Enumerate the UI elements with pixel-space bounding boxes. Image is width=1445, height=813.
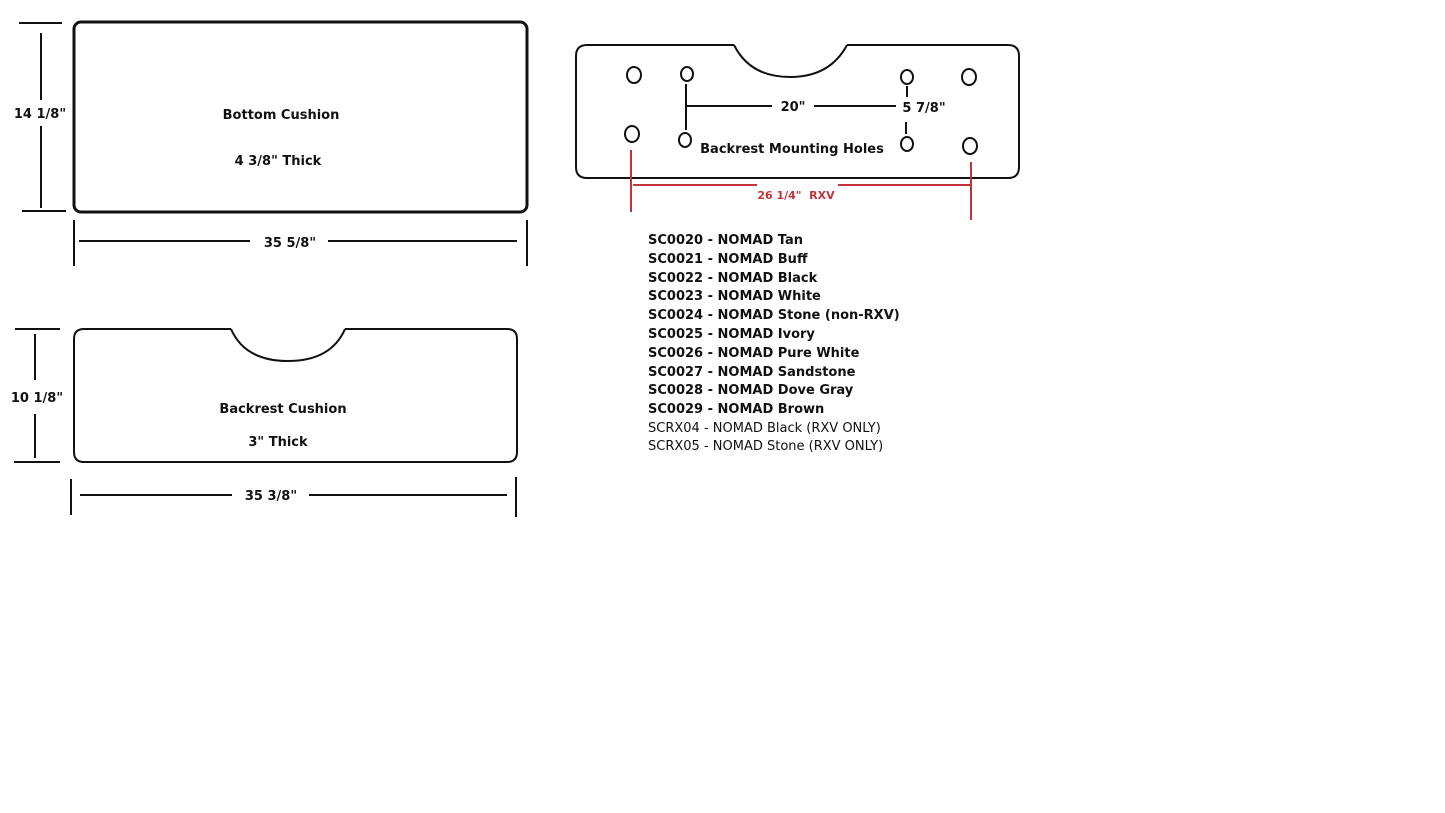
- list-item: SC0028 - NOMAD Dove Gray: [648, 383, 854, 399]
- backrest-height-dimension: [14, 328, 60, 463]
- mounting-hole: [680, 66, 694, 82]
- mounting-plate: 20" 5 7/8" Backrest Mounting Holes 26 1/…: [575, 44, 1020, 220]
- bottom-cushion: Bottom Cushion 4 3/8" Thick 14 1/8" 35 5…: [14, 20, 529, 266]
- part-number-list: SC0020 - NOMAD Tan SC0021 - NOMAD Buff S…: [648, 232, 900, 456]
- mounting-hole: [678, 132, 692, 148]
- list-item: SC0027 - NOMAD Sandstone: [648, 364, 856, 380]
- bottom-cushion-label: Bottom Cushion: [223, 108, 340, 123]
- mounting-hole: [900, 136, 914, 152]
- backrest-cushion-outline: [73, 328, 518, 463]
- bottom-height-dimension: [19, 22, 66, 212]
- hole-spacing-dimension: [685, 84, 908, 134]
- list-item: SCRX05 - NOMAD Stone (RXV ONLY): [648, 438, 884, 454]
- bottom-height-label: 14 1/8": [14, 107, 66, 122]
- list-item: SC0029 - NOMAD Brown: [648, 402, 825, 418]
- mounting-holes: [624, 66, 978, 155]
- list-item: SC0026 - NOMAD Pure White: [648, 345, 860, 361]
- mounting-hole: [962, 137, 978, 155]
- backrest-notch: [230, 328, 346, 363]
- bottom-cushion-outline: [72, 20, 529, 214]
- backrest-cushion-thickness: 3" Thick: [248, 435, 308, 450]
- list-item: SC0023 - NOMAD White: [648, 289, 821, 305]
- backrest-width-label: 35 3/8": [245, 489, 297, 504]
- mounting-hole: [626, 66, 642, 84]
- rxv-spacing-label: 26 1/4" RXV: [757, 189, 835, 202]
- bottom-width-dimension: [73, 220, 528, 266]
- mounting-plate-notch: [733, 44, 848, 79]
- list-item: SC0024 - NOMAD Stone (non-RXV): [648, 308, 900, 324]
- list-item: SC0020 - NOMAD Tan: [648, 233, 803, 248]
- mounting-plate-outline: [575, 44, 1020, 179]
- bottom-width-label: 35 5/8": [264, 236, 316, 251]
- mounting-hole: [900, 69, 914, 85]
- backrest-cushion: Backrest Cushion 3" Thick 10 1/8" 35 3/8…: [11, 328, 518, 517]
- rxv-dimension: [630, 150, 972, 220]
- mounting-hole: [961, 68, 977, 86]
- list-item: SC0022 - NOMAD Black: [648, 270, 818, 286]
- vertical-spacing-label: 5 7/8": [902, 101, 945, 116]
- mounting-hole: [624, 125, 640, 143]
- backrest-height-label: 10 1/8": [11, 391, 63, 406]
- backrest-cushion-label: Backrest Cushion: [219, 402, 346, 417]
- list-item: SC0021 - NOMAD Buff: [648, 251, 808, 267]
- list-item: SC0025 - NOMAD Ivory: [648, 326, 815, 342]
- list-item: SCRX04 - NOMAD Black (RXV ONLY): [648, 420, 881, 436]
- bottom-cushion-thickness: 4 3/8" Thick: [235, 154, 322, 169]
- horizontal-spacing-label: 20": [781, 100, 806, 115]
- mounting-holes-title: Backrest Mounting Holes: [700, 142, 884, 157]
- backrest-width-dimension: [70, 477, 517, 517]
